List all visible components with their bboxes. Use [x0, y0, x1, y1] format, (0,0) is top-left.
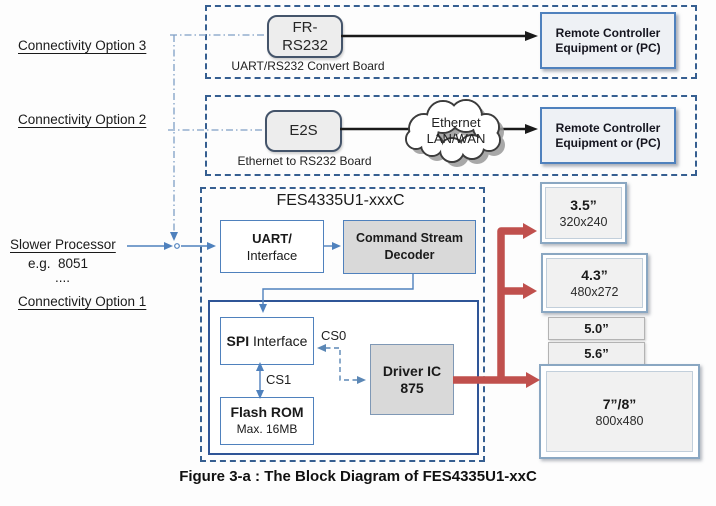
command-stream-decoder-box: Command Stream Decoder	[343, 220, 476, 274]
spi-interface-box: SPI Interface	[220, 317, 314, 365]
display-3-5: 3.5” 320x240	[540, 182, 627, 244]
flash-line1: Flash ROM	[230, 404, 304, 420]
option2-board-container	[205, 95, 697, 176]
e2s-chip: E2S	[265, 110, 342, 152]
display-7-8: 7”/8” 800x480	[539, 364, 700, 459]
spi-rest: Interface	[249, 332, 308, 349]
display-5-0-size: 5.0”	[584, 321, 609, 336]
cs0-label: CS0	[321, 328, 347, 343]
remote-controller-1-line1: Remote Controller	[555, 25, 661, 40]
driver-ic-box: Driver IC 875	[370, 344, 454, 415]
flash-line2: Max. 16MB	[236, 422, 298, 436]
display-7-8-inner: 7”/8” 800x480	[546, 371, 693, 452]
display-4-3-res: 480x272	[570, 285, 619, 299]
cloud-line2: LAN/WAN	[426, 131, 486, 146]
uart-line2: Interface	[246, 247, 298, 263]
display-3-5-inner: 3.5” 320x240	[545, 187, 622, 239]
arrow-cs0-to-driver	[339, 350, 366, 384]
junction-dot	[174, 243, 180, 249]
uart-rs232-board-label: UART/RS232 Convert Board	[231, 59, 385, 73]
fes-title: FES4335U1-xxxC	[276, 192, 405, 209]
remote-controller-box-2: Remote Controller Equipment or (PC)	[540, 107, 676, 164]
display-4-3: 4.3” 480x272	[541, 253, 648, 313]
display-7-8-res: 800x480	[595, 413, 644, 428]
display-5-6-size: 5.6”	[584, 346, 609, 361]
arrow-trunk-to-3-5-display	[497, 223, 537, 377]
label-slower-processor-example: e.g. 8051	[28, 256, 89, 271]
remote-controller-2-line1: Remote Controller	[555, 120, 661, 135]
display-4-3-size: 4.3”	[581, 267, 608, 283]
remote-controller-2-line2: Equipment or (PC)	[555, 135, 661, 150]
decoder-line2: Decoder	[384, 248, 435, 262]
figure-caption: Figure 3-a : The Block Diagram of FES433…	[179, 468, 537, 485]
fr-rs232-chip: FR- RS232	[267, 15, 343, 58]
display-4-3-inner: 4.3” 480x272	[546, 258, 643, 308]
label-ellipsis: ....	[55, 270, 71, 285]
fr-rs232-chip-line1: FR-	[292, 18, 318, 36]
flash-rom-box: Flash ROM Max. 16MB	[220, 397, 314, 445]
label-connectivity-option-3: Connectivity Option 3	[18, 38, 147, 53]
option3-board-container	[205, 5, 697, 79]
remote-controller-1-line2: Equipment or (PC)	[555, 40, 661, 55]
decoder-line1: Command Stream	[356, 231, 463, 245]
fes-main-container	[200, 187, 485, 462]
ethernet-cloud-fill	[407, 101, 499, 161]
fr-rs232-chip-line2: RS232	[282, 36, 328, 54]
arrow-decoder-to-spi	[259, 274, 414, 313]
display-7-8-size: 7”/8”	[602, 395, 637, 412]
driver-line1: Driver IC	[382, 362, 442, 379]
label-connectivity-option-2: Connectivity Option 2	[18, 112, 147, 127]
display-3-5-size: 3.5”	[570, 197, 597, 213]
display-3-5-res: 320x240	[559, 215, 608, 229]
remote-controller-box-1: Remote Controller Equipment or (PC)	[540, 12, 676, 69]
label-slower-processor: Slower Processor	[10, 237, 116, 252]
e2s-chip-label: E2S	[289, 122, 318, 139]
ethernet-board-label: Ethernet to RS232 Board	[237, 154, 372, 168]
label-connectivity-option-1: Connectivity Option 1	[18, 294, 147, 309]
spi-bold: SPI	[226, 332, 250, 349]
uart-line1: UART/	[252, 230, 292, 246]
cloud-line1: Ethernet	[431, 115, 481, 130]
driver-line2: 875	[400, 379, 424, 396]
display-5-0: 5.0”	[548, 317, 645, 340]
uart-interface-box: UART/ Interface	[220, 220, 324, 273]
cs1-label: CS1	[266, 372, 292, 387]
ethernet-cloud-label: Ethernet LAN/WAN	[410, 115, 502, 147]
